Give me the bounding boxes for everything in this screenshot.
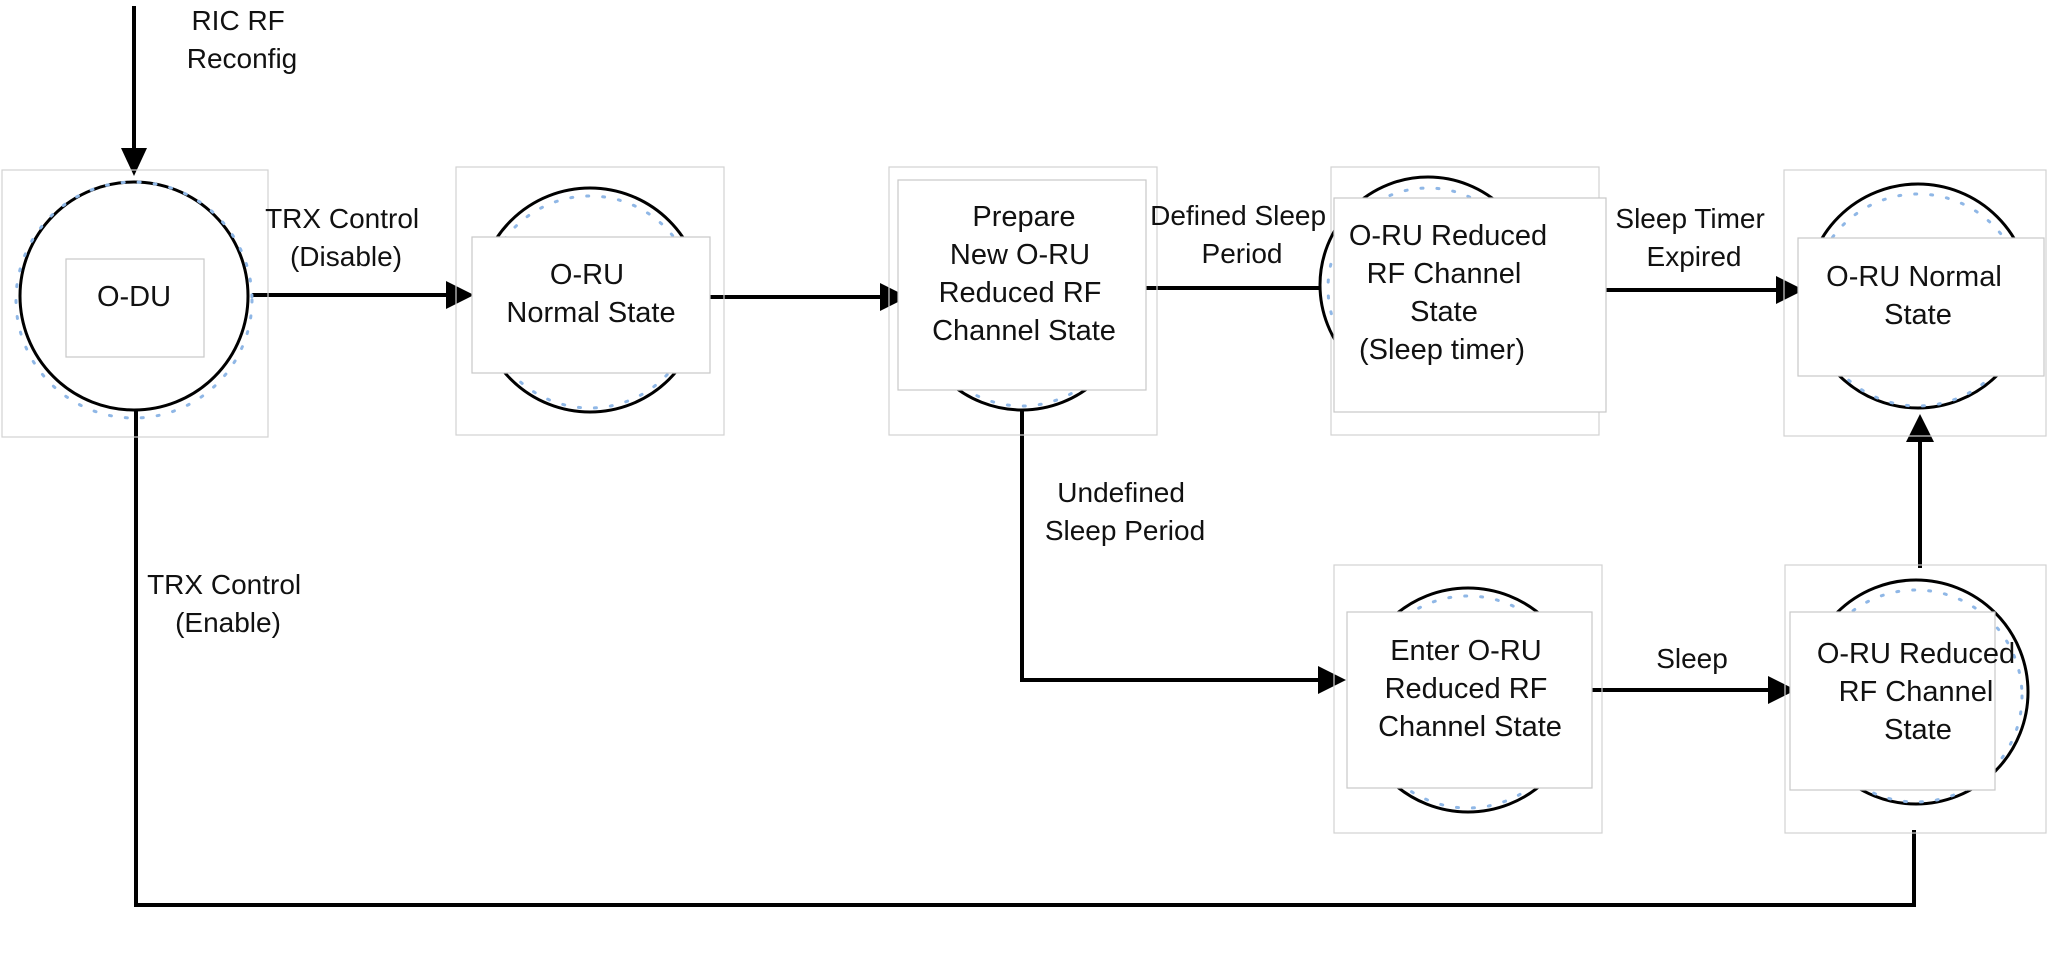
node-oru-normal-2-label: O-RU Normal State [1826,261,2010,331]
node-sleep-timer: O-RU Reduced RF Channel State (Sleep tim… [1318,166,1607,436]
label-defined-sleep: Defined Sleep Period [1150,200,1334,269]
label-trx-enable: TRX Control (Enable) [147,569,309,638]
arrowhead-normal-to-prepare [880,283,908,311]
edge-undefined-sleep [1020,410,1320,682]
node-oru-normal-1-label: O-RU Normal State [506,259,675,329]
arrowhead-ric [121,148,147,176]
label-trx-disable: TRX Control (Disable) [265,203,427,272]
arrowhead-trx-disable [446,281,474,309]
node-odu-label: O-DU [97,281,171,313]
node-prepare-label: Prepare New O-RU Reduced RF Channel Stat… [932,201,1116,347]
arrowhead-sleep-timer-expired [1776,276,1804,304]
arrowhead-sleep [1768,676,1796,704]
arrowhead-undefined-sleep [1318,666,1346,694]
node-oru-normal-2: O-RU Normal State [1783,169,2047,437]
node-sleep-timer-label: O-RU Reduced RF Channel State (Sleep tim… [1349,220,1555,366]
node-prepare: Prepare New O-RU Reduced RF Channel Stat… [888,166,1158,436]
label-sleep-timer-expired: Sleep Timer Expired [1615,203,1772,272]
arrowhead-reduced-to-normal [1906,414,1934,442]
label-sleep: Sleep [1656,643,1728,674]
edge-trx-enable [134,410,1916,907]
edges [121,6,1934,907]
node-odu: O-DU [1,169,269,438]
node-enter-reduced-label: Enter O-RU Reduced RF Channel State [1378,635,1562,743]
node-oru-normal-1: O-RU Normal State [455,166,725,436]
node-enter-reduced: Enter O-RU Reduced RF Channel State [1333,564,1603,834]
node-reduced: O-RU Reduced RF Channel State [1784,564,2047,834]
nodes: O-DU O-RU Normal State Prepare New O-RU … [1,166,2047,834]
edge-labels: RIC RF Reconfig TRX Control (Disable) De… [147,5,1772,674]
label-ric-reconfig: RIC RF Reconfig [187,5,298,74]
node-reduced-label: O-RU Reduced RF Channel State [1817,638,2023,746]
label-undefined-sleep: Undefined Sleep Period [1045,477,1205,546]
